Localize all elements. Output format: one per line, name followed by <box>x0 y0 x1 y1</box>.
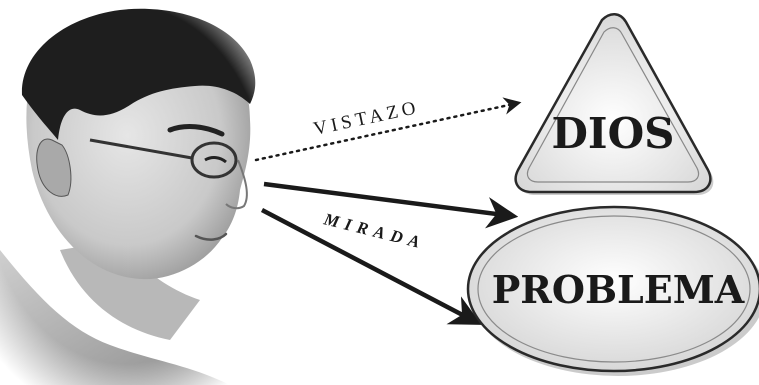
arrow-vistazo-label: VISTAZO <box>312 97 422 140</box>
node-dios-label: DIOS <box>552 109 675 158</box>
node-problema-label: PROBLEMA <box>492 267 745 312</box>
ellipse-inner-stroke <box>477 215 751 363</box>
triangle-shape <box>514 13 712 194</box>
portrait-vignette <box>0 0 300 385</box>
arrow-vistazo-line <box>254 97 522 162</box>
triangle-inner-stroke <box>526 27 700 183</box>
node-dios: DIOS <box>514 13 714 195</box>
arrow-upper-line <box>263 181 519 229</box>
arrow-lower-line <box>260 208 482 325</box>
arrow-mirada-label: MIRADA <box>321 209 428 253</box>
ellipse-shape <box>466 205 759 373</box>
node-problema: PROBLEMA <box>466 205 759 376</box>
person-portrait <box>0 0 300 385</box>
